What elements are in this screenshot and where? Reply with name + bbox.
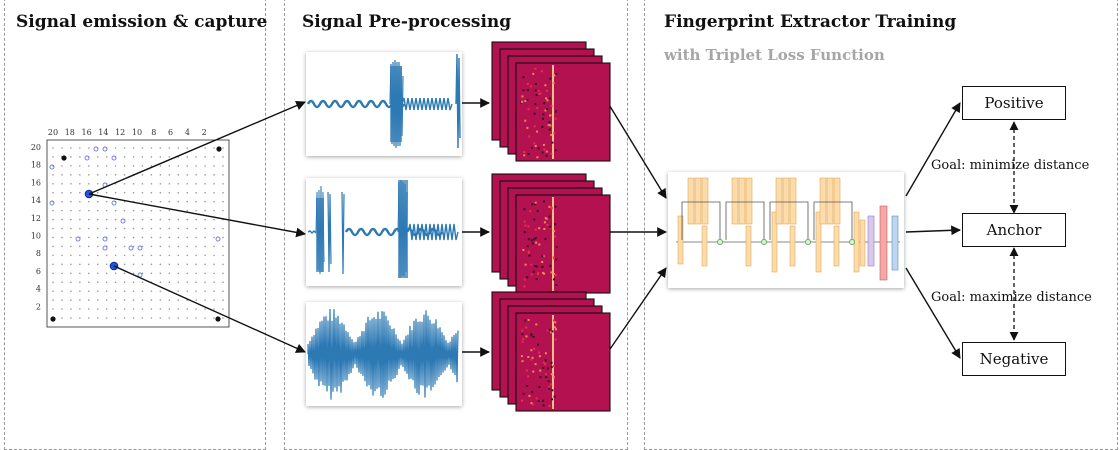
layer-block (677, 215, 684, 265)
training-panel-title: Fingerprint Extractor Training (664, 12, 957, 32)
spectrogram-stack-3 (491, 291, 611, 412)
corner-sensor (61, 155, 67, 161)
y-tick-label: 20 (31, 143, 41, 152)
x-tick-label: 12 (115, 128, 125, 137)
x-tick-label: 10 (132, 128, 142, 137)
network-architecture (676, 177, 900, 281)
training-panel-subtitle: with Triplet Loss Function (664, 46, 885, 64)
y-tick-label: 2 (36, 302, 41, 311)
receiver-marker (215, 236, 221, 242)
capture-grid-plot: 20 18 16 14 12 10 8 6 4 2 20 18 16 14 12 10 8 6 4 2 (31, 128, 230, 328)
arrow-model-to-anchor (905, 225, 961, 236)
goal-minimize-label: Goal: minimize distance (931, 158, 1090, 173)
anchor-box: Anchor (962, 213, 1066, 247)
receiver-marker (93, 146, 99, 152)
layer-block (833, 225, 840, 267)
residual-block (725, 177, 767, 245)
layer-block (789, 225, 796, 267)
receiver-marker (137, 245, 143, 251)
y-tick-label: 18 (31, 161, 41, 170)
receiver-marker (102, 236, 108, 242)
receiver-marker (111, 200, 117, 206)
pooling-layer (867, 215, 875, 267)
arrow-node-to-signal-1 (88, 100, 306, 195)
receiver-marker (49, 200, 55, 206)
fingerprint-extractor-model (668, 172, 904, 288)
layer-block (771, 211, 778, 273)
y-tick-label: 4 (36, 285, 41, 294)
residual-block (681, 177, 723, 245)
receiver-marker (128, 245, 134, 251)
arrow-node-to-signal-2 (88, 193, 306, 238)
x-tick-label: 20 (48, 128, 58, 137)
signal-waveform-3 (307, 308, 459, 400)
layer-block (859, 219, 866, 267)
embedding-layer (891, 215, 899, 271)
capture-panel-title: Signal emission & capture (16, 12, 268, 32)
x-tick-label: 14 (98, 128, 108, 137)
positive-box: Positive (962, 86, 1066, 120)
spectrogram-stack-1 (491, 41, 611, 162)
receiver-marker (75, 236, 81, 242)
spectrogram-frame (515, 312, 611, 412)
negative-box: Negative (962, 342, 1066, 376)
y-tick-label: 12 (31, 214, 41, 223)
spectrogram-frame (515, 62, 611, 162)
y-tick-label: 10 (31, 232, 41, 241)
signal-waveform-1 (306, 53, 461, 149)
corner-sensor (216, 146, 222, 152)
spectrogram-stack-2 (491, 173, 611, 294)
dense-layer (879, 205, 888, 281)
residual-block (769, 177, 811, 245)
layer-block (701, 225, 708, 267)
preprocess-panel-title: Signal Pre-processing (302, 12, 512, 32)
x-tick-label: 4 (185, 128, 190, 137)
arrow-model-to-positive (905, 102, 961, 197)
corner-sensor (215, 316, 221, 322)
residual-block (813, 177, 855, 245)
x-tick-label: 8 (151, 128, 156, 137)
signal-waveform-2 (307, 179, 459, 279)
signal-card-3 (306, 302, 462, 406)
y-tick-label: 14 (31, 196, 41, 205)
receiver-marker (49, 164, 55, 170)
x-tick-label: 16 (82, 128, 92, 137)
signal-card-1 (306, 52, 462, 156)
signal-card-2 (306, 178, 462, 286)
arrow-node-to-signal-3 (113, 265, 306, 353)
receiver-marker (120, 218, 126, 224)
x-tick-label: 2 (202, 128, 207, 137)
x-tick-label: 6 (168, 128, 173, 137)
x-tick-label: 18 (65, 128, 75, 137)
layer-block (745, 225, 752, 267)
spectrogram-frame (515, 194, 611, 294)
goal-maximize-label: Goal: maximize distance (931, 290, 1092, 305)
layer-block (815, 211, 822, 273)
arrow-spectrogram-to-model-3 (607, 267, 667, 353)
receiver-marker (102, 146, 108, 152)
y-tick-label: 6 (36, 267, 41, 276)
y-tick-label: 16 (31, 178, 41, 187)
receiver-marker (102, 245, 108, 251)
arrow-model-to-negative (905, 267, 961, 359)
corner-sensor (50, 316, 56, 322)
receiver-marker (111, 155, 117, 161)
arrow-spectrogram-to-model-1 (607, 102, 667, 199)
receiver-marker (84, 155, 90, 161)
y-tick-label: 8 (36, 249, 41, 258)
